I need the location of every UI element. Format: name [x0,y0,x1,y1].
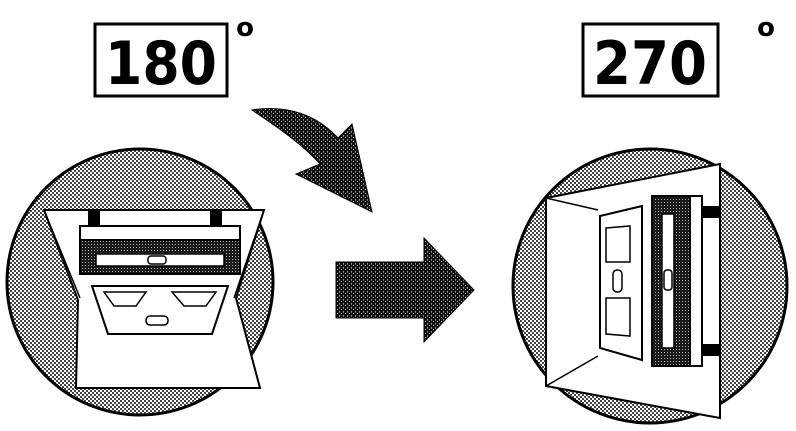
angle-label-270: 270 o [581,13,775,99]
degree-mark: o [236,13,254,43]
angle-box [581,22,720,98]
device-view-180 [5,147,275,417]
curved-arrow-icon [250,107,373,213]
angle-value: 270 [593,29,707,99]
left-panel: 180 o [5,13,373,417]
right-arrow-icon [335,236,475,344]
right-panel: 270 o [511,13,789,425]
degree-mark: o [757,13,775,43]
angle-box [93,22,229,98]
device-view-270 [511,147,789,425]
angle-value: 180 [105,29,217,99]
angle-label-180: 180 o [93,13,254,99]
